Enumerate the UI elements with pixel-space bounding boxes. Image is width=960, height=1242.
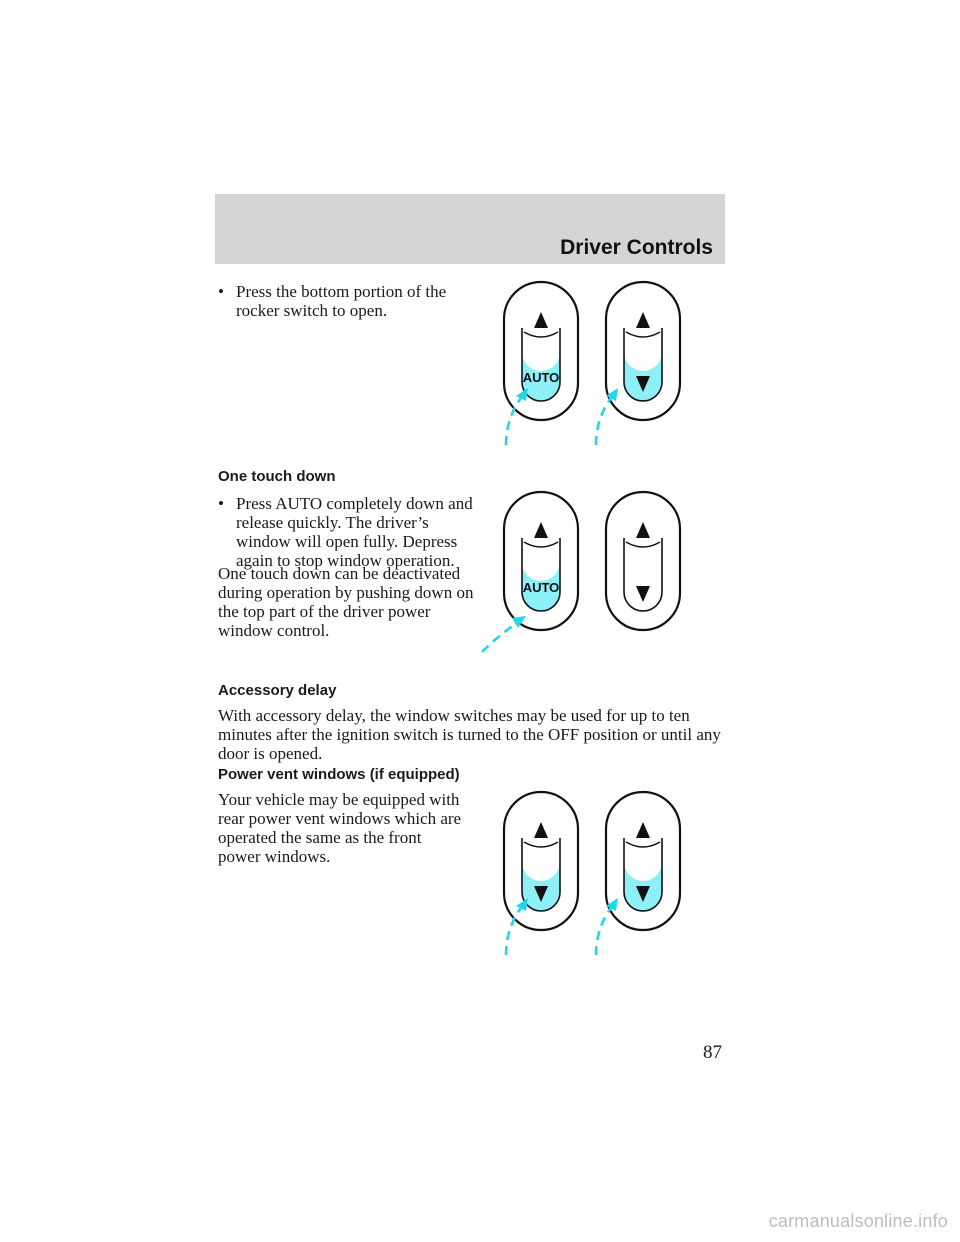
one-touch-down-paragraph: One touch down can be deactivated during… [218,564,474,640]
power-vent-windows-paragraph: Your vehicle may be equipped with rear p… [218,790,462,866]
heading-accessory-delay: Accessory delay [218,682,337,699]
up-arrow-icon [636,312,650,328]
up-arrow-icon [534,822,548,838]
section-header-band: Driver Controls [215,194,725,264]
up-arrow-icon [636,822,650,838]
watermark: carmanualsonline.info [768,1211,948,1231]
section-title: Driver Controls [560,236,713,259]
heading-one-touch-down: One touch down [218,468,336,485]
rocker-switch-figure-vent [502,790,682,956]
up-arrow-icon [636,522,650,538]
up-arrow-icon [534,522,548,538]
up-arrow-icon [534,312,548,328]
rocker-switch-figure-open: AUTO [502,280,682,446]
instruction-open-text: Press the bottom portion of the rocker s… [236,282,447,320]
accessory-delay-paragraph: With accessory delay, the window switche… [218,706,721,763]
auto-label: AUTO [523,370,560,385]
dashed-pointer-arrow [481,620,519,653]
heading-power-vent-windows: Power vent windows (if equipped) [218,766,460,783]
rocker-switch-figure-auto: AUTO [481,490,682,653]
down-arrow-icon [636,376,650,392]
bullet-marker: • [218,282,224,301]
auto-label: AUTO [523,580,560,595]
rocker-switch-right [604,490,682,632]
one-touch-down-instruction: Press AUTO completely down and release q… [236,494,473,570]
down-arrow-icon [534,886,548,902]
down-arrow-icon [636,886,650,902]
bullet-marker: • [218,494,224,513]
switch-highlight [522,562,560,611]
down-arrow-icon [636,586,650,602]
switch-highlight [522,352,560,401]
page-number: 87 [703,1042,722,1063]
